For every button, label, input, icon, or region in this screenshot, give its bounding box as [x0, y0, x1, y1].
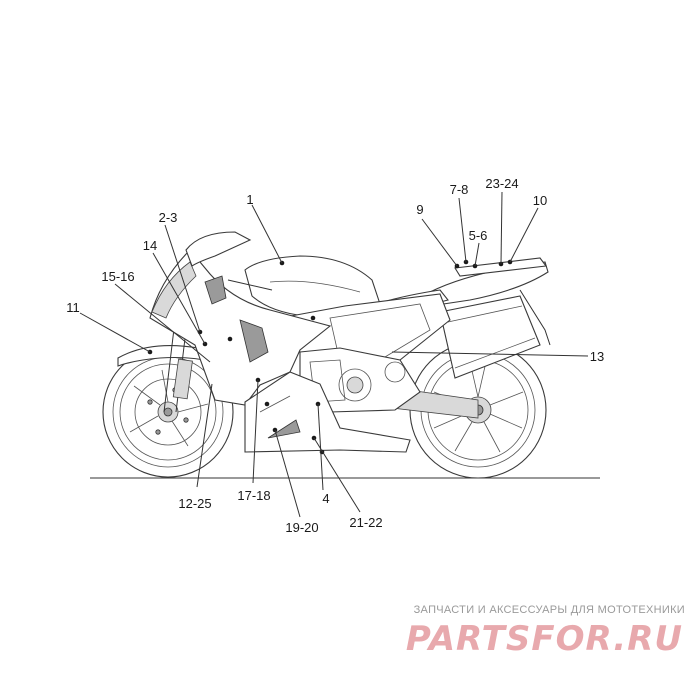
windscreen: [185, 231, 252, 267]
fairing-vent: [239, 319, 269, 363]
callout-5-6: 5-6: [469, 228, 488, 243]
watermark-tagline: ЗАПЧАСТИ И АКСЕССУАРЫ ДЛЯ МОТОТЕХНИКИ: [413, 604, 685, 616]
callout-12-25: 12-25: [178, 496, 211, 511]
handlebar: [227, 279, 273, 291]
callout-10: 10: [533, 193, 547, 208]
exhaust-silencer: [439, 295, 541, 379]
callout-23-24: 23-24: [485, 176, 518, 191]
callout-19-20: 19-20: [285, 520, 318, 535]
callout-9: 9: [416, 202, 423, 217]
tail-fairing: [429, 261, 549, 307]
callout-11: 11: [66, 300, 80, 315]
callout-7-8: 7-8: [450, 182, 469, 197]
front-wheel: [102, 346, 234, 478]
watermark-logo-text: PARTSFOR.RU: [406, 619, 683, 658]
callout-17-18: 17-18: [237, 488, 270, 503]
callout-15-16: 15-16: [101, 269, 134, 284]
callout-13: 13: [590, 349, 604, 364]
callout-14: 14: [143, 238, 157, 253]
watermark-logo: PARTSFOR.RU: [406, 619, 683, 658]
leader-lines: [79, 191, 589, 518]
callout-4: 4: [322, 491, 329, 506]
callout-1: 1: [246, 192, 253, 207]
callout-2-3: 2-3: [159, 210, 178, 225]
callout-21-22: 21-22: [349, 515, 382, 530]
mirror: [204, 275, 227, 305]
